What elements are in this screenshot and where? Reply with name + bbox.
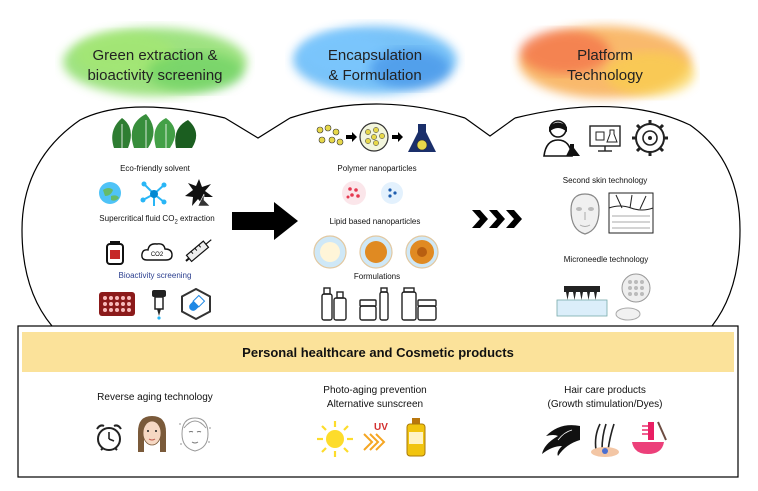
lipid-nanoparticles-label: Lipid based nanoparticles xyxy=(329,217,421,226)
sunscreen-bottle-icon xyxy=(406,418,426,457)
banner-text: Personal healthcare and Cosmetic product… xyxy=(242,344,514,360)
flowing-hair-icon xyxy=(542,425,580,456)
woman-face-icon xyxy=(138,416,166,452)
formulations-label: Formulations xyxy=(353,272,401,281)
platform-title-line2: Technology xyxy=(567,67,643,84)
eco-friendly-label: Eco-friendly solvent xyxy=(120,164,190,173)
leaves-icon xyxy=(112,114,197,148)
encapsulation-title-line1: Encapsulation xyxy=(327,47,423,64)
green-title-line2: bioactivity screening xyxy=(87,67,223,84)
green-column-title: Green extraction & bioactivity screening xyxy=(60,46,250,86)
lipid-particles-icon xyxy=(313,235,439,269)
platform-title-line1: Platform xyxy=(577,47,633,64)
bioactivity-screening-label: Bioactivity screening xyxy=(118,271,192,280)
orange-splash xyxy=(519,26,695,98)
co2-cloud-text: CO2 xyxy=(151,252,164,258)
hair-care-line2: (Growth stimulation/Dyes) xyxy=(547,399,663,410)
capsule-hexagon-icon xyxy=(181,288,211,320)
uv-text: UV xyxy=(374,422,388,433)
computer-lab-icon xyxy=(589,125,621,152)
microneedle-label: Microneedle technology xyxy=(563,255,649,264)
green-title-line1: Green extraction & xyxy=(92,47,218,64)
encapsulation-title-line2: & Formulation xyxy=(328,67,422,84)
blue-splash xyxy=(293,26,457,94)
hair-follicle-icon xyxy=(591,423,619,457)
sun-icon xyxy=(317,421,353,457)
photo-aging-line2: Alternative sunscreen xyxy=(326,399,424,410)
cosmetic-bottles-icon xyxy=(321,287,437,321)
explosion-flask-icon xyxy=(185,179,213,207)
supercritical-label: Supercritical fluid CO2 extraction xyxy=(82,214,232,226)
hair-care-line1: Hair care products xyxy=(564,385,646,396)
dropper-icon xyxy=(152,290,166,320)
syringe-icon xyxy=(185,239,212,263)
globe-leaf-icon xyxy=(99,182,121,204)
encapsulation-process-icon xyxy=(316,122,436,152)
photo-aging-line1: Photo-aging prevention xyxy=(323,385,427,396)
microneedle-patch-icon xyxy=(556,286,608,317)
supercritical-label-tail: extraction xyxy=(177,214,215,223)
encapsulation-column-title: Encapsulation & Formulation xyxy=(290,46,460,86)
triple-chevron-icon xyxy=(472,210,522,228)
alarm-clock-icon xyxy=(96,424,122,451)
photo-aging-label: Photo-aging prevention Alternative sunsc… xyxy=(300,384,450,412)
supercritical-label-main: Supercritical fluid CO xyxy=(99,214,175,223)
reverse-aging-line1: Reverse aging technology xyxy=(97,392,213,403)
second-skin-label: Second skin technology xyxy=(562,176,648,185)
co2-tank-icon xyxy=(106,241,124,265)
sketch-face-icon xyxy=(179,417,211,452)
supercritical-label-sub: 2 xyxy=(174,219,178,226)
co2-cloud-icon: CO2 xyxy=(141,243,173,261)
gear-brain-icon xyxy=(632,120,668,156)
banner: Personal healthcare and Cosmetic product… xyxy=(22,332,734,372)
platform-column-title: Platform Technology xyxy=(520,46,690,86)
scientist-icon xyxy=(543,120,580,157)
microneedle-array-icon xyxy=(615,273,651,321)
polymer-nanoparticles-label: Polymer nanoparticles xyxy=(337,164,417,173)
green-splash xyxy=(63,28,247,96)
arrow-right-icon xyxy=(232,202,298,240)
face-mask-icon xyxy=(570,193,600,235)
reverse-aging-label: Reverse aging technology xyxy=(80,391,230,405)
hair-care-label: Hair care products (Growth stimulation/D… xyxy=(520,384,690,412)
nanoparticle-dots-icon xyxy=(342,181,403,205)
uv-rays-icon: UV xyxy=(363,422,388,451)
well-plate-icon xyxy=(99,292,135,316)
molecule-icon xyxy=(140,181,167,206)
skin-layers-icon xyxy=(608,192,654,234)
hair-dye-kit-icon xyxy=(632,421,667,454)
